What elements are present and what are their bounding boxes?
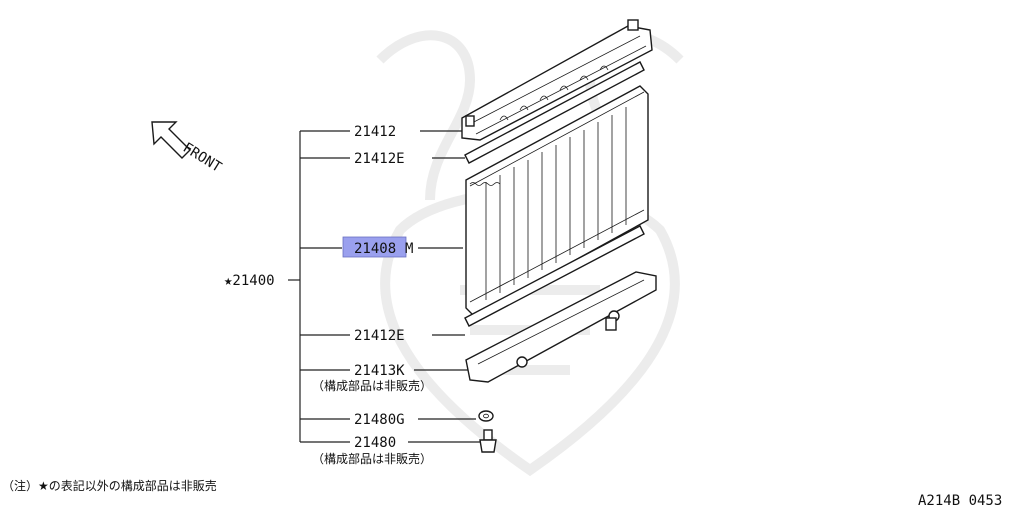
assembly-label: ★21400 <box>224 273 275 289</box>
part-label-21412E-top[interactable]: 21412E <box>354 151 405 167</box>
lower-tank-part <box>465 271 657 383</box>
part-label-21412[interactable]: 21412 <box>354 124 396 140</box>
lower-gasket-part <box>464 225 645 327</box>
assembly-bracket <box>288 130 350 443</box>
washer-part <box>478 410 494 422</box>
part-label-21412E-bottom[interactable]: 21412E <box>354 328 405 344</box>
upper-tank-part <box>461 19 653 141</box>
footnote: （注）★の表記以外の構成部品は非販売 <box>2 478 217 493</box>
part-label-21480[interactable]: 21480 <box>354 435 396 451</box>
part-label-21408[interactable]: 21408 <box>354 241 396 257</box>
drain-cock-part <box>479 429 497 453</box>
part-note-21413K: （構成部品は非販売） <box>312 378 432 393</box>
part-highlight-box <box>342 236 407 258</box>
front-label: FRONT <box>180 140 225 176</box>
part-label-21408-suffix: M <box>405 241 413 257</box>
figure-code: A214B 0453 <box>918 493 1002 509</box>
part-note-21480: （構成部品は非販売） <box>312 451 432 466</box>
radiator-core-part <box>465 85 649 317</box>
leader-lines <box>408 130 482 443</box>
part-label-21480G[interactable]: 21480G <box>354 412 405 428</box>
front-arrow-icon <box>151 121 191 159</box>
part-label-21413K[interactable]: 21413K <box>354 363 405 379</box>
upper-gasket-part <box>464 61 645 164</box>
